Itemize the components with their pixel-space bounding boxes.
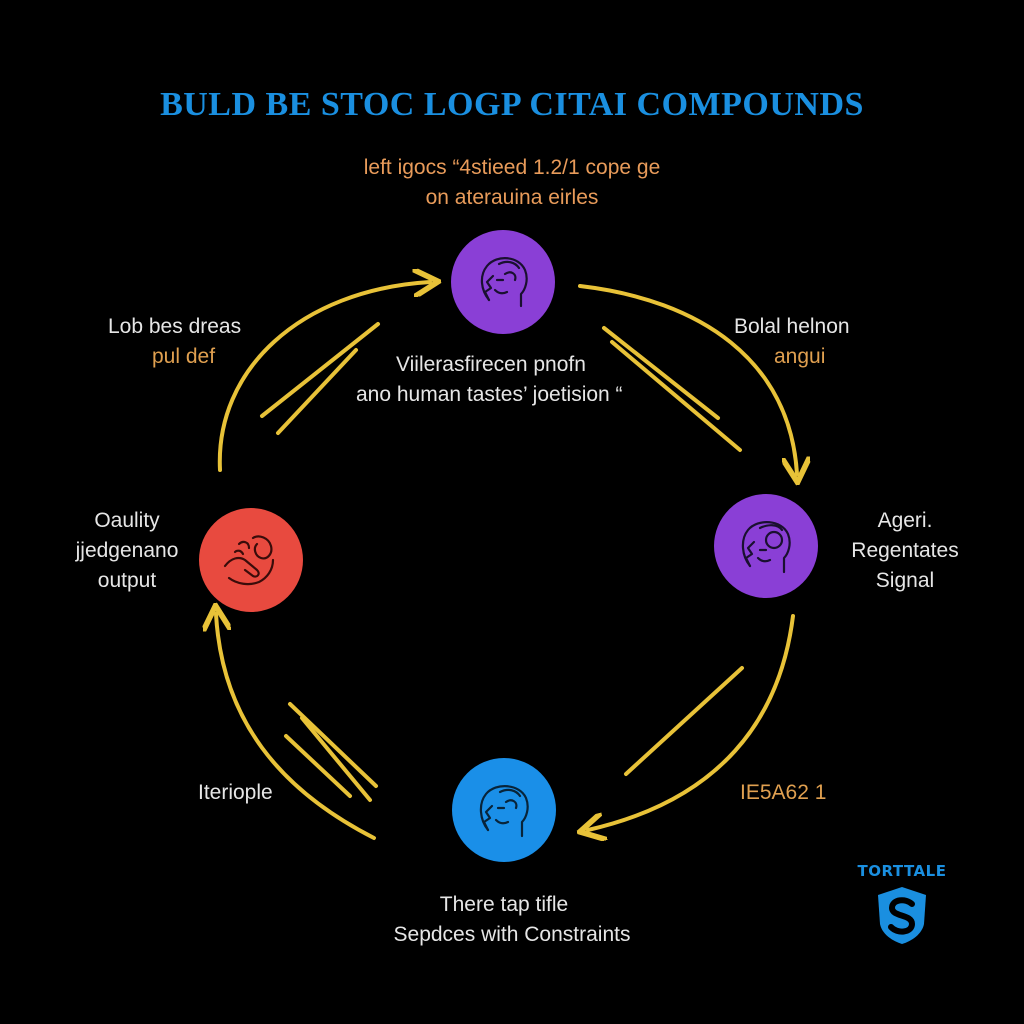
label-bottom-node-line-1: There tap tifle [439,893,569,916]
arc-right-to-bottom [588,614,795,830]
label-left-node-line-2: jjedgenano [75,539,179,562]
label-right-node: Ageri. Regentates Signal [838,506,972,596]
accent-upper-left-1 [260,322,380,418]
label-upper-right-line-2: angui [774,345,826,368]
center-text-line-2: ano human tastes’ joetision “ [356,383,623,406]
accent-lower-left-3 [284,734,352,798]
accent-upper-right-2 [610,340,742,452]
shield-s-logo-icon [878,887,926,944]
node-right [714,494,818,598]
label-bottom-node: There tap tifle Sepdces with Constraints [0,890,1024,950]
arc-bottom-to-left [216,614,376,840]
label-left-node-line-3: output [97,569,157,592]
subtitle-line-2: on aterauina eirles [425,186,599,209]
diagram-title: BULD BE STOC LOGP CITAI COMPOUNDS [160,86,864,123]
accent-lower-right [624,666,744,776]
brand-logo: TORTTALE [852,862,952,946]
label-upper-right: Bolal helnon angui [734,312,850,372]
label-upper-left-line-2: pul def [152,345,216,368]
label-upper-left: Lob bes dreas pul def [108,312,241,372]
hands-icon [223,535,275,586]
node-top [451,230,555,334]
accent-upper-left-2 [276,348,358,435]
label-left-node-line-1: Oaulity [94,509,160,532]
head-profile-icon [479,785,529,838]
accent-lower-left-1 [288,702,378,788]
center-text: Viilerasfirecen pnofn ano human tastes’ … [356,350,623,410]
center-text-line-1: Viilerasfirecen pnofn [396,353,586,376]
node-bottom [452,758,556,862]
head-profile-icon [480,257,528,308]
label-right-node-line-2: Regentates [851,539,959,562]
label-upper-right-line-1: Bolal helnon [734,315,850,338]
logo-text: TORTTALE [857,862,947,880]
label-right-node-line-3: Signal [875,569,935,592]
arc-top-to-right [578,284,797,474]
label-left-node: Oaulity jjedgenano output [62,506,192,596]
label-upper-left-line-1: Lob bes dreas [108,315,242,338]
accent-upper-right-1 [602,326,720,420]
head-profile-icon [741,521,791,574]
accent-lower-left-2 [300,716,372,802]
subtitle-line-1: left igocs “4stieed 1.2/1 cope ge [363,156,661,179]
arc-left-to-top [217,282,430,472]
node-left [199,508,303,612]
label-lower-left: Iteriople [198,781,273,804]
label-bottom-node-line-2: Sepdces with Constraints [393,923,631,946]
label-lower-right: IE5A62 1 [740,781,827,804]
label-right-node-line-1: Ageri. [877,509,933,532]
